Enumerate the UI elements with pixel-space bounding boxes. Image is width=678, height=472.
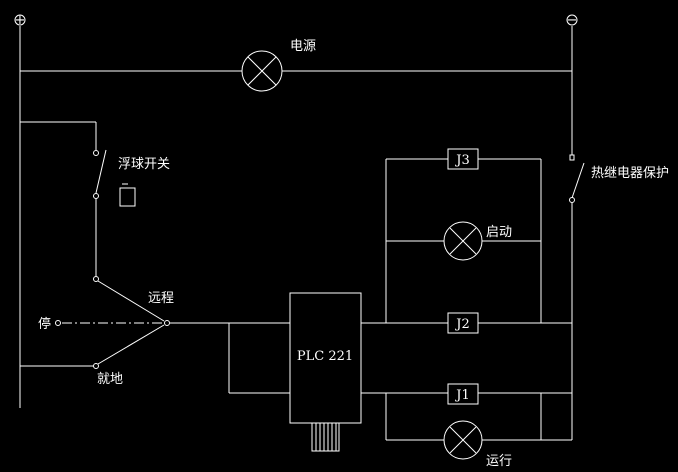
power-lamp-circuit: 电源: [20, 39, 572, 92]
positive-rail: +: [14, 13, 26, 408]
run-label: 运行: [486, 454, 512, 469]
j3-label: J3: [454, 153, 469, 168]
j2-circuit: J2: [361, 312, 572, 334]
run-lamp-icon: [443, 420, 483, 460]
start-relay-loop: J3 启动: [385, 148, 542, 323]
negative-rail: −: [566, 13, 578, 440]
mode-selector: 远程 停 就地: [20, 276, 290, 387]
plc-connector-icon: [311, 422, 340, 452]
plc-label: PLC 221: [297, 349, 353, 364]
float-switch-icon: [93, 149, 136, 207]
j1-label: J1: [454, 388, 469, 403]
plc-block: PLC 221: [228, 292, 362, 452]
run-relay-loop: J1 运行: [361, 383, 572, 469]
float-switch-branch: 浮球开关: [20, 121, 170, 276]
float-switch-label: 浮球开关: [118, 157, 170, 172]
j1-relay-box: [447, 383, 479, 405]
thermal-relay-contact: 热继电器保护: [569, 154, 669, 203]
thermal-relay-label: 热继电器保护: [591, 166, 669, 181]
local-label: 就地: [97, 372, 123, 387]
j3-relay-box: [447, 148, 479, 170]
remote-label: 远程: [148, 291, 174, 306]
power-lamp-icon: [241, 50, 283, 92]
negative-terminal-label: −: [567, 13, 578, 28]
start-label: 启动: [486, 225, 512, 240]
positive-terminal-label: +: [15, 13, 26, 28]
stop-label: 停: [38, 316, 51, 332]
power-label: 电源: [290, 39, 316, 54]
thermal-relay-switch-icon: [569, 154, 585, 203]
j2-label: J2: [454, 317, 469, 332]
start-lamp-icon: [443, 221, 483, 261]
